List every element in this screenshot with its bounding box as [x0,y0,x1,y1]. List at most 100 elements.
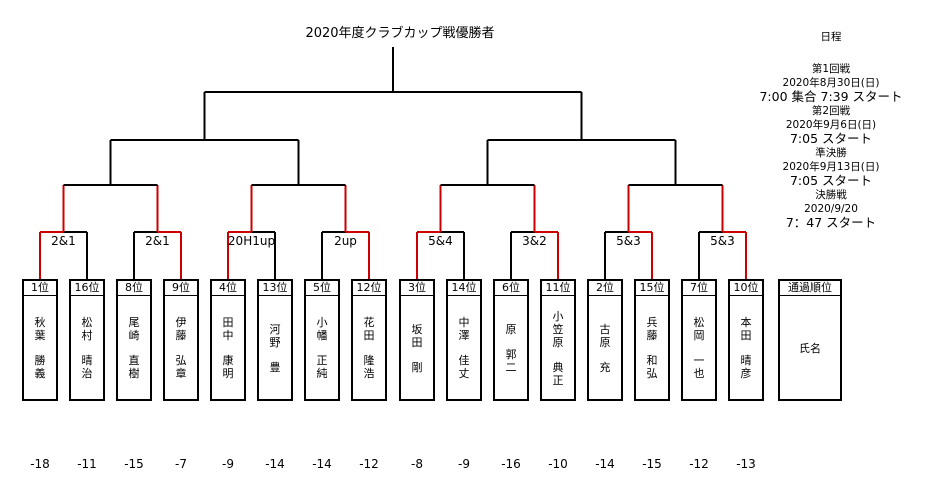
player-name-char: 弘 [646,367,658,380]
player-name-char: 笠 [552,322,564,336]
player-name: 田中康明 [212,296,244,400]
schedule-round: 第2回戦 [811,105,851,117]
player-score: -18 [30,457,50,471]
match-result-label: 3&2 [522,234,547,248]
player-rank: 13位 [259,281,291,296]
player-name-char: 治 [81,367,93,380]
legend-header: 通過順位 [780,281,840,296]
player-rank: 7位 [683,281,715,296]
player-card: 14位中澤佳丈 [446,279,482,401]
player-name-char: 佳 [458,354,470,367]
player-name: 松村晴治 [71,296,103,400]
player-score: -7 [175,457,187,471]
page-title: 2020年度クラブカップ戦優勝者 [305,26,495,41]
match-result-label: 5&4 [428,234,453,248]
match-result-label: 2&1 [51,234,76,248]
player-card: 2位古原充 [587,279,623,401]
player-rank: 2位 [589,281,621,296]
match-result-label: 5&3 [710,234,735,248]
player-name: 伊藤弘章 [165,296,197,400]
player-name-char: 坂 [411,322,423,336]
player-name-char: 中 [222,329,234,342]
player-rank: 11位 [542,281,574,296]
player-name-char: 原 [505,322,517,336]
player-name-char: 幡 [316,329,328,342]
schedule-title: 日程 [820,31,842,43]
player-name-char: 章 [175,367,187,380]
player-score: -14 [265,457,285,471]
player-card: 13位河野豊 [257,279,293,401]
player-name-char: 中 [458,316,470,329]
match-result-label: 2up [334,234,357,248]
player-card: 11位小笠原典正 [540,279,576,401]
player-card: 6位原郭二 [493,279,529,401]
player-rank: 4位 [212,281,244,296]
player-name-char: 浩 [363,367,375,380]
player-name-char: 田 [411,335,423,349]
player-rank: 8位 [118,281,150,296]
player-name: 原郭二 [495,296,527,400]
player-name-char: 藤 [175,329,187,342]
player-card: 8位尾崎直樹 [116,279,152,401]
schedule-time: 7:05 スタート [789,131,873,146]
player-name: 兵藤和弘 [636,296,668,400]
player-name-char: 剛 [411,360,423,374]
legend-body: 氏名 [799,342,821,355]
player-name-char: 郭 [505,347,517,361]
player-name-char: 澤 [458,329,470,342]
player-name: 小笠原典正 [542,296,574,400]
player-score: -11 [77,457,97,471]
player-name-char: 一 [693,354,705,367]
player-name: 坂田剛 [401,296,433,400]
player-name: 秋葉勝義 [24,296,56,400]
player-name: 河野豊 [259,296,291,400]
player-card: 12位花田隆浩 [351,279,387,401]
player-score: -15 [642,457,662,471]
player-name-char: 原 [599,335,611,349]
schedule-time: 7：47 スタート [785,215,877,230]
player-score: -8 [411,457,423,471]
player-name-char: 野 [269,335,281,349]
match-result-label: 5&3 [616,234,641,248]
schedule-round: 決勝戦 [815,189,847,201]
player-name: 松岡一也 [683,296,715,400]
player-name-char: 藤 [646,329,658,342]
player-name-char: 古 [599,322,611,336]
player-name-char: 兵 [646,316,658,329]
player-name-char: 正 [552,373,564,387]
player-name-char: 田 [222,316,234,329]
player-name-char: 岡 [693,329,705,342]
player-name-char: 純 [316,367,328,380]
player-name-char: 隆 [363,354,375,367]
player-card: 5位小幡正純 [304,279,340,401]
player-card: 1位秋葉勝義 [22,279,58,401]
player-score: -16 [501,457,521,471]
player-name-char: 二 [505,360,517,374]
player-score: -15 [124,457,144,471]
player-card: 16位松村晴治 [69,279,105,401]
player-rank: 14位 [448,281,480,296]
player-name-char: 小 [552,309,564,323]
player-name-char: 伊 [175,316,187,329]
player-rank: 1位 [24,281,56,296]
player-name: 尾崎直樹 [118,296,150,400]
player-name: 花田隆浩 [353,296,385,400]
player-name-char: 勝 [34,354,46,367]
player-card: 4位田中康明 [210,279,246,401]
player-name-char: 本 [740,316,752,329]
player-score: -13 [736,457,756,471]
player-rank: 3位 [401,281,433,296]
schedule-date: 2020年9月6日(日) [785,119,877,131]
player-score: -14 [312,457,332,471]
player-name-char: 田 [363,329,375,342]
player-name-char: 義 [34,367,46,380]
player-name-char: 豊 [269,360,281,374]
player-score: -9 [222,457,234,471]
player-name-char: 河 [269,322,281,336]
player-name-char: 彦 [740,367,752,380]
player-name-char: 小 [316,316,328,329]
player-rank: 10位 [730,281,762,296]
player-name: 小幡正純 [306,296,338,400]
player-name-char: 明 [222,367,234,380]
